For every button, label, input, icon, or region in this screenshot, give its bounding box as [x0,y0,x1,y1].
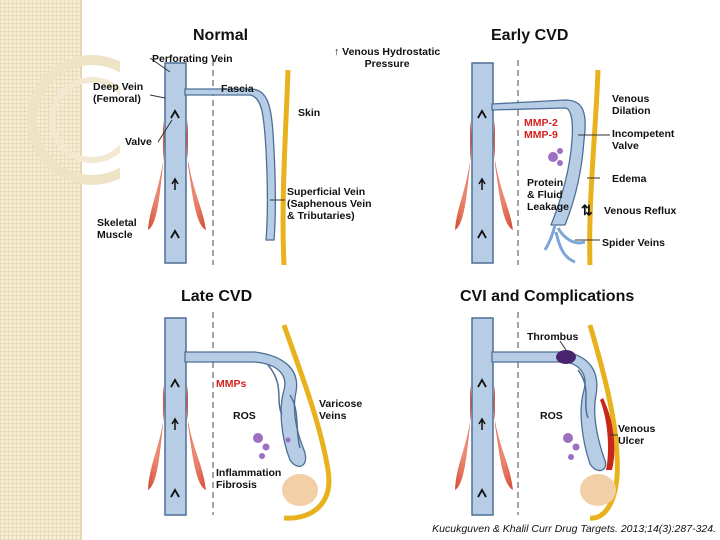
panel-title-early-cvd: Early CVD [491,27,569,44]
label-fascia: Fascia [221,83,254,95]
muscle-left [148,120,165,230]
deep-vein [471,62,494,264]
svg-text:⇅: ⇅ [581,202,593,218]
venous-ulcer [600,398,615,470]
skin-line [587,324,620,521]
flow-arrow [478,177,486,190]
valve [477,229,487,239]
label-thrombus: Thrombus [527,331,579,343]
skin-line [281,324,332,521]
valve [170,378,180,388]
label-varicose-veins: Varicose Veins [319,398,363,422]
valve [477,109,487,119]
deep-vein [471,317,494,516]
label-inflammation-fibrosis: Inflammation Fibrosis [216,467,282,491]
label-ros-late: ROS [233,410,256,422]
label-skin: Skin [298,107,321,119]
sidebar-divider [80,0,82,540]
cell [548,152,558,162]
label-ros-cvi: ROS [540,410,563,422]
cell [557,160,563,166]
varicose-vein [184,351,307,467]
label-protein-leakage: Protein & Fluid Leakage [527,177,570,213]
vein-folds [267,364,301,449]
label-skeletal-muscle: Skeletal Muscle [97,217,137,241]
label-superficial-vein: Superficial Vein (Saphenous Vein & Tribu… [287,186,372,222]
fibrosis-area [282,474,318,506]
leader [149,57,171,73]
label-venous-dilation: Venous Dilation [612,93,651,117]
flow-arrow [171,417,179,430]
cell [253,433,263,443]
label-venous-pressure: ↑ Venous Hydrostatic Pressure [334,46,441,70]
leader [559,340,567,351]
spider-veins [543,224,586,264]
label-edema: Edema [612,173,647,185]
panel-cvi [455,312,620,521]
decorative-circles [27,55,120,185]
label-perforating-vein: Perforating Vein [152,53,233,65]
vein-folds [577,369,589,419]
flow-arrow [478,417,486,430]
muscle-right [493,120,513,230]
leader [157,119,173,143]
muscle-left [148,385,165,490]
deep-vein [164,317,187,516]
panel-title-cvi: CVI and Complications [460,288,635,305]
valve [477,488,487,498]
label-mmp: MMP-2 MMP-9 [524,117,558,141]
valve [477,378,487,388]
cell [259,453,265,459]
cell [262,443,270,451]
muscle-right [186,385,206,490]
flow-arrow [171,177,179,190]
fibrosis-area [580,474,616,506]
perforating-superficial-vein [184,88,277,241]
cell [563,433,573,443]
cell [557,148,563,154]
muscle-left [455,120,472,230]
skin-line [280,69,291,266]
dilated-vein [491,99,586,226]
panel-early: ⇅ [455,60,610,266]
label-spider-veins: Spider Veins [602,237,666,249]
valve [170,229,180,239]
citation: Kucukguven & Khalil Curr Drug Targets. 2… [432,523,716,535]
label-deep-vein: Deep Vein (Femoral) [93,81,144,105]
label-mmps: MMPs [216,378,247,390]
valve [170,488,180,498]
panel-title-late-cvd: Late CVD [181,288,253,305]
thrombus [556,350,576,364]
cell [568,454,574,460]
label-incompetent-valve: Incompetent Valve [612,128,675,152]
panel-title-normal: Normal [193,27,249,44]
panel-late [148,312,332,521]
valve [170,109,180,119]
muscle-left [455,385,472,490]
skin-line [587,69,601,266]
muscle-right [186,120,206,230]
leader [149,94,166,99]
muscle-right [493,385,513,490]
cell [572,443,580,451]
label-valve: Valve [125,136,152,148]
label-venous-ulcer: Venous Ulcer [618,423,656,447]
label-venous-reflux: Venous Reflux [604,205,677,217]
cell [285,437,291,443]
deep-vein [164,62,187,264]
panel-normal [148,57,291,266]
